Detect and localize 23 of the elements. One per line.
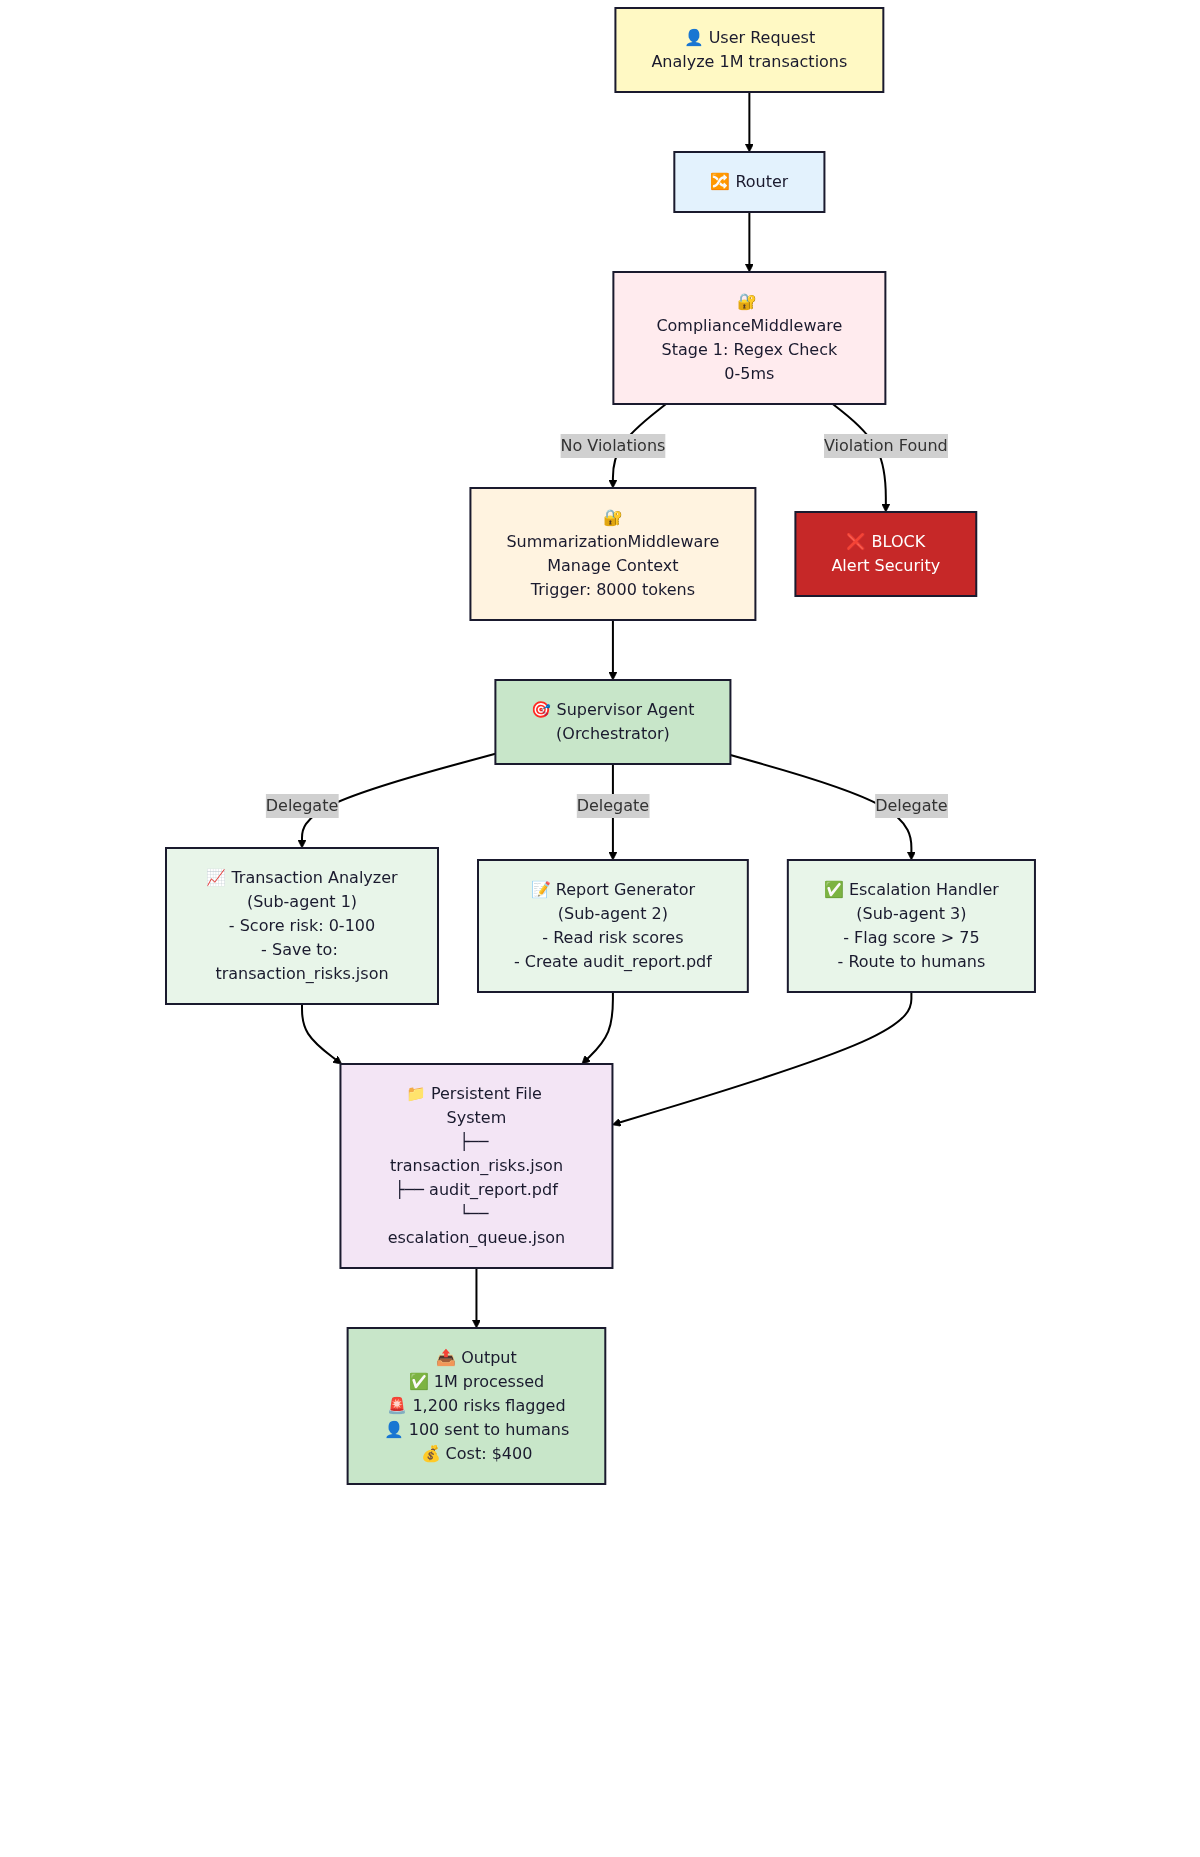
arrow bbox=[608, 619, 617, 681]
edge-label: Violation Found bbox=[823, 436, 948, 455]
node-box: 🔐 ComplianceMiddleware Stage 1: Regex Check 0-5ms bbox=[611, 271, 886, 405]
node-box: 📝 Report Generator (Sub-agent 2) - Read risk scores - Create audit_report.pdf bbox=[476, 859, 749, 993]
arrow bbox=[581, 991, 614, 1065]
edge-label: No Violations bbox=[559, 436, 665, 455]
node-box: 🔀 Router bbox=[672, 151, 825, 213]
node-box: 🎯 Supervisor Agent (Orchestrator) bbox=[493, 679, 731, 765]
node-box: ✅ Escalation Handler (Sub-agent 3) - Flag score > 75 - Route to humans bbox=[786, 859, 1036, 993]
arrow bbox=[611, 991, 912, 1127]
edge-label: Delegate bbox=[874, 796, 948, 815]
node-box: 📁 Persistent File System ├── transaction_risks.json ├── audit_report.pdf └── escalation_queue.json bbox=[338, 1063, 613, 1269]
arrow bbox=[471, 1267, 481, 1329]
arrow bbox=[300, 1003, 342, 1065]
arrow bbox=[744, 91, 754, 153]
arrow bbox=[744, 211, 754, 273]
edge-label: Delegate bbox=[576, 796, 649, 815]
edge-label: Delegate bbox=[265, 796, 338, 815]
node-box: 📈 Transaction Analyzer (Sub-agent 1) - Score risk: 0-100 - Save to: transaction_risks.json bbox=[164, 847, 439, 1005]
node-box: 👤 User Request Analyze 1M transactions bbox=[613, 7, 884, 93]
node-box: 📤 Output ✅ 1M processed 🚨 1,200 risks flagged 👤 100 sent to humans 💰 Cost: $400 bbox=[346, 1327, 606, 1485]
node-box: 🔐 SummarizationMiddleware Manage Context Trigger: 8000 tokens bbox=[468, 487, 756, 621]
node-box: ❌ BLOCK Alert Security bbox=[793, 511, 977, 597]
